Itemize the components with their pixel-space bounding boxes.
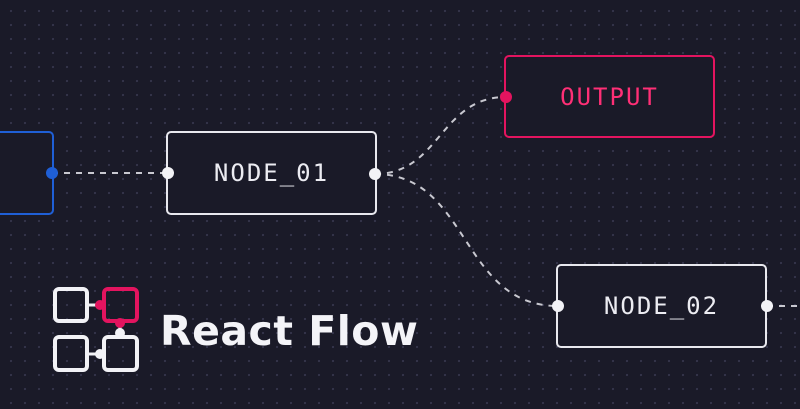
output-node-target-handle[interactable] xyxy=(500,91,512,103)
node-02-target-handle[interactable] xyxy=(552,300,564,312)
node-01-target-handle[interactable] xyxy=(162,167,174,179)
node-02[interactable]: NODE_02 xyxy=(556,264,767,348)
node-01-source-handle[interactable] xyxy=(369,168,381,180)
input-node-source-handle[interactable] xyxy=(46,167,58,179)
node-01[interactable]: NODE_01 xyxy=(166,131,377,215)
brand-name: React Flow xyxy=(160,307,419,355)
node-02-source-handle[interactable] xyxy=(761,300,773,312)
react-flow-logo-icon xyxy=(53,287,139,372)
edge-node-01-output xyxy=(374,96,507,175)
output-node[interactable]: OUTPUT xyxy=(504,55,715,138)
edge-node-01-node-02 xyxy=(374,173,559,307)
node-01-label: NODE_01 xyxy=(213,159,330,187)
output-node-label: OUTPUT xyxy=(560,82,659,111)
node-02-label: NODE_02 xyxy=(603,292,720,320)
